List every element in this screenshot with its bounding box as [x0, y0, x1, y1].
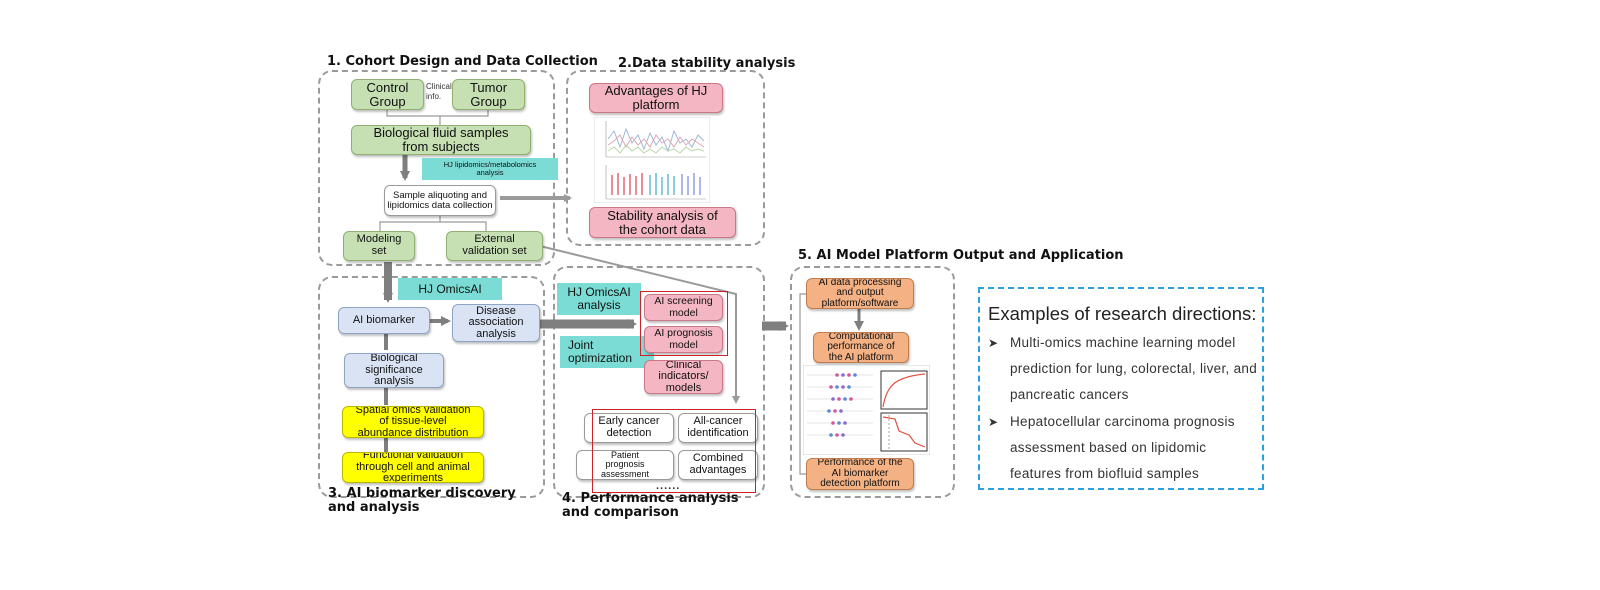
arrow-bullet-icon: ➤: [988, 415, 999, 429]
functional-validation-box: Functional validation through cell and a…: [342, 452, 484, 483]
performance-detection-box: Performance of the AI biomarker detectio…: [806, 458, 914, 490]
example-item-text: Hepatocellular carcinoma prognosis asses…: [1010, 414, 1235, 481]
advantages-hj-box: Advantages of HJ platform: [589, 83, 723, 113]
spatial-omics-box: Spatial omics validation of tissue-level…: [342, 406, 484, 438]
disease-association-box: Disease association analysis: [452, 304, 540, 342]
external-validation-box: External validation set: [446, 231, 543, 261]
control-group-box: Control Group: [351, 79, 424, 110]
sample-aliquoting-box: Sample aliquoting and lipidomics data co…: [384, 185, 496, 216]
biological-fluid-box: Biological fluid samples from subjects: [351, 125, 531, 155]
panel-ai-biomarker: [318, 276, 545, 498]
examples-title: Examples of research directions:: [988, 303, 1257, 324]
hj-lipidomics-label: HJ lipidomics/metabolomics analysis: [422, 158, 558, 180]
section-title-stability: 2.Data stability analysis: [618, 56, 796, 71]
ellipsis-text: ......: [656, 480, 681, 492]
modeling-set-box: Modeling set: [343, 231, 415, 261]
ai-screening-model-box: AI screening model: [644, 294, 723, 321]
ai-data-processing-box: AI data processing and output platform/s…: [806, 278, 914, 309]
panel-performance: [553, 266, 765, 498]
example-item: ➤ Hepatocellular carcinoma prognosis ass…: [988, 409, 1260, 487]
examples-panel: Examples of research directions: ➤ Multi…: [978, 287, 1264, 490]
hj-omicsai-analysis-label: HJ OmicsAI analysis: [557, 283, 641, 315]
joint-optimization-label: Joint optimization: [560, 336, 654, 368]
section-title-performance: 4. Performance analysis and comparison: [562, 491, 739, 520]
example-item-text: Multi-omics machine learning model predi…: [1010, 335, 1258, 402]
section-title-cohort: 1. Cohort Design and Data Collection: [327, 54, 598, 69]
clinical-info-label: Clinical info.: [426, 82, 452, 101]
computational-performance-box: Computational performance of the AI plat…: [813, 332, 909, 363]
early-cancer-detection-box: Early cancer detection: [584, 413, 674, 443]
clinical-indicators-box: Clinical indicators/ models: [644, 360, 723, 394]
section-title-platform: 5. AI Model Platform Output and Applicat…: [798, 248, 1124, 263]
combined-advantages-box: Combined advantages: [678, 450, 758, 480]
hj-omicsai-label: HJ OmicsAI: [398, 278, 502, 300]
stability-analysis-box: Stability analysis of the cohort data: [589, 207, 736, 238]
tumor-group-box: Tumor Group: [452, 79, 525, 110]
ai-models-highlight: [640, 291, 728, 356]
performance-highlight: [592, 409, 756, 493]
performance-charts-thumbnail: [803, 365, 930, 455]
panel-ai-platform: [790, 266, 955, 498]
stability-chart-thumbnail: [594, 117, 710, 203]
ai-biomarker-box: AI biomarker: [338, 307, 430, 334]
example-item: ➤ Multi-omics machine learning model pre…: [988, 330, 1260, 408]
panel-data-stability: [566, 70, 765, 246]
all-cancer-identification-box: All-cancer identification: [678, 413, 758, 443]
arrow-bullet-icon: ➤: [988, 336, 999, 350]
ai-prognosis-model-box: AI prognosis model: [644, 326, 723, 353]
biological-significance-box: Biological significance analysis: [344, 353, 444, 388]
section-title-biomarker: 3. AI biomarker discovery and analysis: [328, 486, 516, 515]
